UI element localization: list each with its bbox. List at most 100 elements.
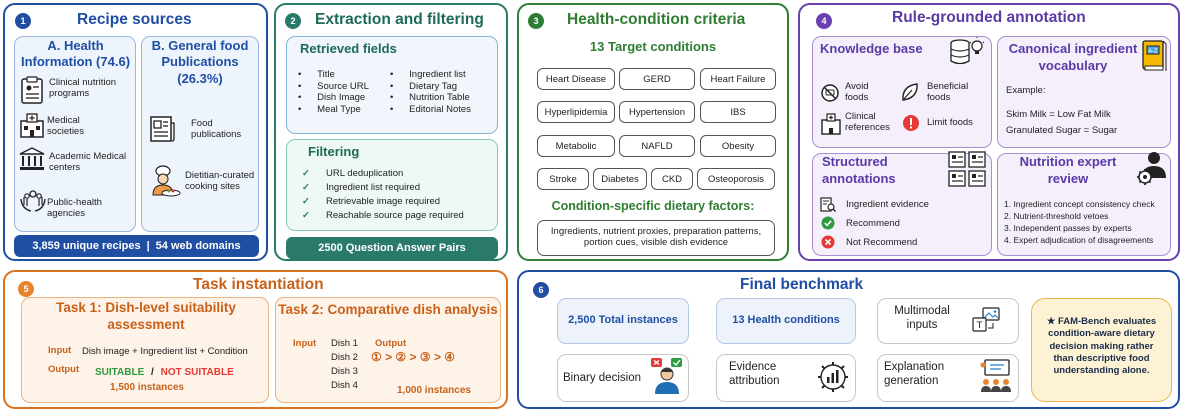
task1-title: Task 1: Dish-level suitability assessmen… bbox=[56, 300, 236, 332]
condition-chip: IBS bbox=[700, 101, 776, 123]
step-number: 3 bbox=[528, 13, 544, 29]
source-item: Clinical nutrition programs bbox=[49, 77, 117, 100]
condition-chip: Hypertension bbox=[619, 101, 695, 123]
field-item: • Source URL bbox=[298, 80, 369, 92]
review-step: 1. Ingredient concept consistency check bbox=[1004, 199, 1155, 209]
document-grid-icon bbox=[948, 151, 988, 187]
total-instances-card bbox=[557, 298, 689, 344]
check-icon: ✓ bbox=[302, 210, 310, 221]
hospital-icon bbox=[820, 113, 842, 135]
total-instances-text: 2,500 Total instances bbox=[568, 314, 678, 326]
academic-building-icon bbox=[19, 147, 45, 171]
filtering-title: Filtering bbox=[308, 144, 360, 159]
review-step: 4. Expert adjudication of disagreements bbox=[1004, 235, 1154, 245]
filtering-box bbox=[286, 139, 498, 231]
knowledge-base-title: Knowledge base bbox=[820, 41, 923, 56]
multimodal-icon: T bbox=[971, 306, 1001, 336]
task1-output: SUITABLE / NOT SUITABLE bbox=[95, 367, 234, 378]
task2-ranking: ① > ② > ③ > ④ bbox=[371, 350, 456, 364]
source-item: Public-health agencies bbox=[47, 197, 102, 220]
task1-output-label: Output bbox=[48, 364, 80, 375]
no-food-icon bbox=[820, 83, 840, 103]
benchmark-note-box bbox=[1031, 298, 1172, 402]
explanation-generation-card bbox=[877, 354, 1019, 402]
task2-dish-list: Dish 1 Dish 2 Dish 3 Dish 4 bbox=[331, 337, 358, 393]
source-item: Medical societies bbox=[47, 115, 84, 138]
filter-list: ✓URL deduplication ✓Ingredient list requ… bbox=[302, 167, 464, 223]
condition-chip: Heart Failure bbox=[700, 68, 776, 90]
magnifier-document-icon bbox=[820, 197, 836, 213]
health-conditions-card bbox=[716, 298, 856, 344]
panel-recipe-sources: 1 Recipe sources A. Health Information (… bbox=[3, 3, 268, 261]
review-step: 3. Independent passes by experts bbox=[1004, 223, 1132, 233]
health-conditions-text: 13 Health conditions bbox=[732, 314, 840, 326]
health-information-title: A. Health Information (74.6) bbox=[20, 38, 131, 70]
task1-box bbox=[21, 297, 269, 403]
leaf-icon bbox=[900, 81, 920, 103]
step-number: 1 bbox=[15, 13, 31, 29]
filter-item: ✓Retrievable image required bbox=[302, 196, 441, 207]
condition-chip: Stroke bbox=[537, 168, 589, 190]
step-number: 2 bbox=[285, 13, 301, 29]
dish-item: Dish 2 bbox=[331, 352, 358, 363]
source-item: Dietitian-curated cooking sites bbox=[185, 170, 255, 193]
dish-item: Dish 3 bbox=[331, 366, 358, 377]
filter-item: ✓Reachable source page required bbox=[302, 210, 464, 221]
x-circle-icon bbox=[821, 235, 835, 249]
multimodal-card bbox=[877, 298, 1019, 344]
task1-input-label: Input bbox=[48, 345, 72, 356]
panel-final-benchmark: 6 Final benchmark 2,500 Total instances … bbox=[517, 270, 1180, 409]
structured-annotations-title: Structured annotations bbox=[822, 154, 896, 186]
condition-chip: GERD bbox=[619, 68, 695, 90]
limit-foods-label: Limit foods bbox=[927, 117, 973, 128]
fields-right-list: • Ingredient list • Dietary Tag • Nutrit… bbox=[390, 69, 471, 115]
analytics-gear-icon bbox=[817, 360, 849, 394]
panel-title: Recipe sources bbox=[77, 11, 192, 28]
clipboard-icon bbox=[19, 76, 45, 104]
panel-extraction-filtering: 2 Extraction and filtering Retrieved fie… bbox=[274, 3, 508, 261]
not-suitable-label: NOT SUITABLE bbox=[160, 367, 234, 378]
panel-title: Rule-grounded annotation bbox=[892, 9, 1086, 26]
slash: / bbox=[151, 367, 154, 378]
dietary-factors-box: Ingredients, nutrient proxies, preparati… bbox=[537, 220, 775, 256]
check-icon: ✓ bbox=[302, 196, 310, 207]
panel-title: Task instantiation bbox=[193, 276, 324, 293]
qa-pairs-banner: 2500 Question Answer Pairs bbox=[286, 237, 498, 259]
condition-chip: Osteoporosis bbox=[697, 168, 775, 190]
panel-rule-annotation: 4 Rule-grounded annotation Knowledge bas… bbox=[798, 3, 1180, 261]
svg-text:A-Z: A-Z bbox=[1148, 49, 1158, 55]
panel-title: Health-condition criteria bbox=[567, 11, 746, 28]
field-item: • Dietary Tag bbox=[390, 80, 458, 92]
vocabulary-example-label: Example: bbox=[1006, 85, 1046, 96]
condition-chip: NAFLD bbox=[619, 135, 695, 157]
beneficial-foods-label: Beneficial foods bbox=[927, 81, 969, 104]
general-food-title: B. General food Publications (26.3%) bbox=[151, 38, 249, 86]
chef-icon bbox=[149, 165, 181, 199]
clinical-references-label: Clinical references bbox=[845, 111, 890, 134]
filter-item: ✓Ingredient list required bbox=[302, 182, 420, 193]
vocabulary-title: Canonical ingredient vocabulary bbox=[1008, 41, 1138, 73]
vocabulary-box bbox=[997, 36, 1171, 148]
task2-input-label: Input bbox=[293, 338, 317, 349]
panel-title: Extraction and filtering bbox=[315, 11, 484, 28]
task2-title: Task 2: Comparative dish analysis bbox=[278, 302, 498, 317]
condition-chip: Diabetes bbox=[593, 168, 647, 190]
task1-count: 1,500 instances bbox=[110, 382, 184, 393]
annotation-item: Ingredient evidence bbox=[846, 199, 929, 210]
step-number: 4 bbox=[816, 13, 832, 29]
field-item: • Nutrition Table bbox=[390, 92, 470, 103]
annotation-item: Recommend bbox=[846, 218, 900, 229]
presentation-icon bbox=[979, 358, 1013, 394]
field-item: • Editorial Notes bbox=[390, 103, 471, 115]
target-conditions-title: 13 Target conditions bbox=[589, 39, 717, 54]
warning-icon bbox=[902, 114, 920, 132]
vocabulary-line: Granulated Sugar = Sugar bbox=[1006, 125, 1118, 136]
field-item: • Ingredient list bbox=[390, 69, 466, 80]
condition-chip: Hyperlipidemia bbox=[537, 101, 615, 123]
field-item: • Title bbox=[298, 69, 335, 80]
check-circle-icon bbox=[821, 216, 835, 230]
dietary-factors-title: Condition-specific dietary factors: bbox=[551, 199, 755, 213]
public-health-hands-icon bbox=[19, 185, 47, 213]
unique-recipes: 3,859 unique recipes bbox=[32, 240, 141, 252]
panel-task-instantiation: 5 Task instantiation Task 1: Dish-level … bbox=[3, 270, 508, 409]
